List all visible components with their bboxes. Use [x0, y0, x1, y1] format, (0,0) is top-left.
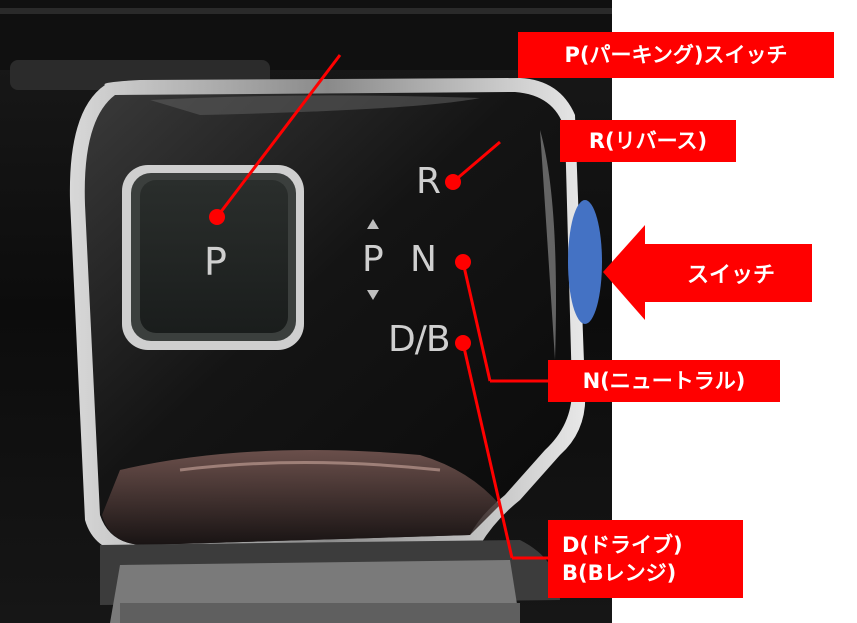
switch-arrow-icon: [603, 225, 812, 320]
up-arrow-icon: [367, 219, 379, 229]
down-arrow-icon: [367, 290, 379, 300]
callout-neutral: N(ニュートラル): [548, 360, 780, 402]
leader-lines: [215, 54, 548, 560]
callout-parking: P(パーキング)スイッチ: [518, 32, 834, 78]
callout-reverse: R(リバース): [560, 120, 736, 162]
callout-drive-line2: B(Bレンジ): [562, 561, 677, 585]
switch-arrow-label: スイッチ: [686, 263, 775, 288]
indicator-p-label: P: [362, 239, 384, 280]
callout-drive: D(ドライブ) B(Bレンジ): [548, 520, 743, 598]
leader-dots: [209, 174, 471, 351]
p-button-label: P: [204, 240, 227, 284]
callout-drive-line1: D(ドライブ): [562, 533, 683, 557]
p-button[interactable]: [140, 180, 288, 333]
gear-db-label: D/B: [388, 319, 451, 360]
switch-oval: [568, 200, 602, 324]
gear-r-label: R: [416, 161, 441, 202]
gear-n-label: N: [410, 239, 437, 280]
